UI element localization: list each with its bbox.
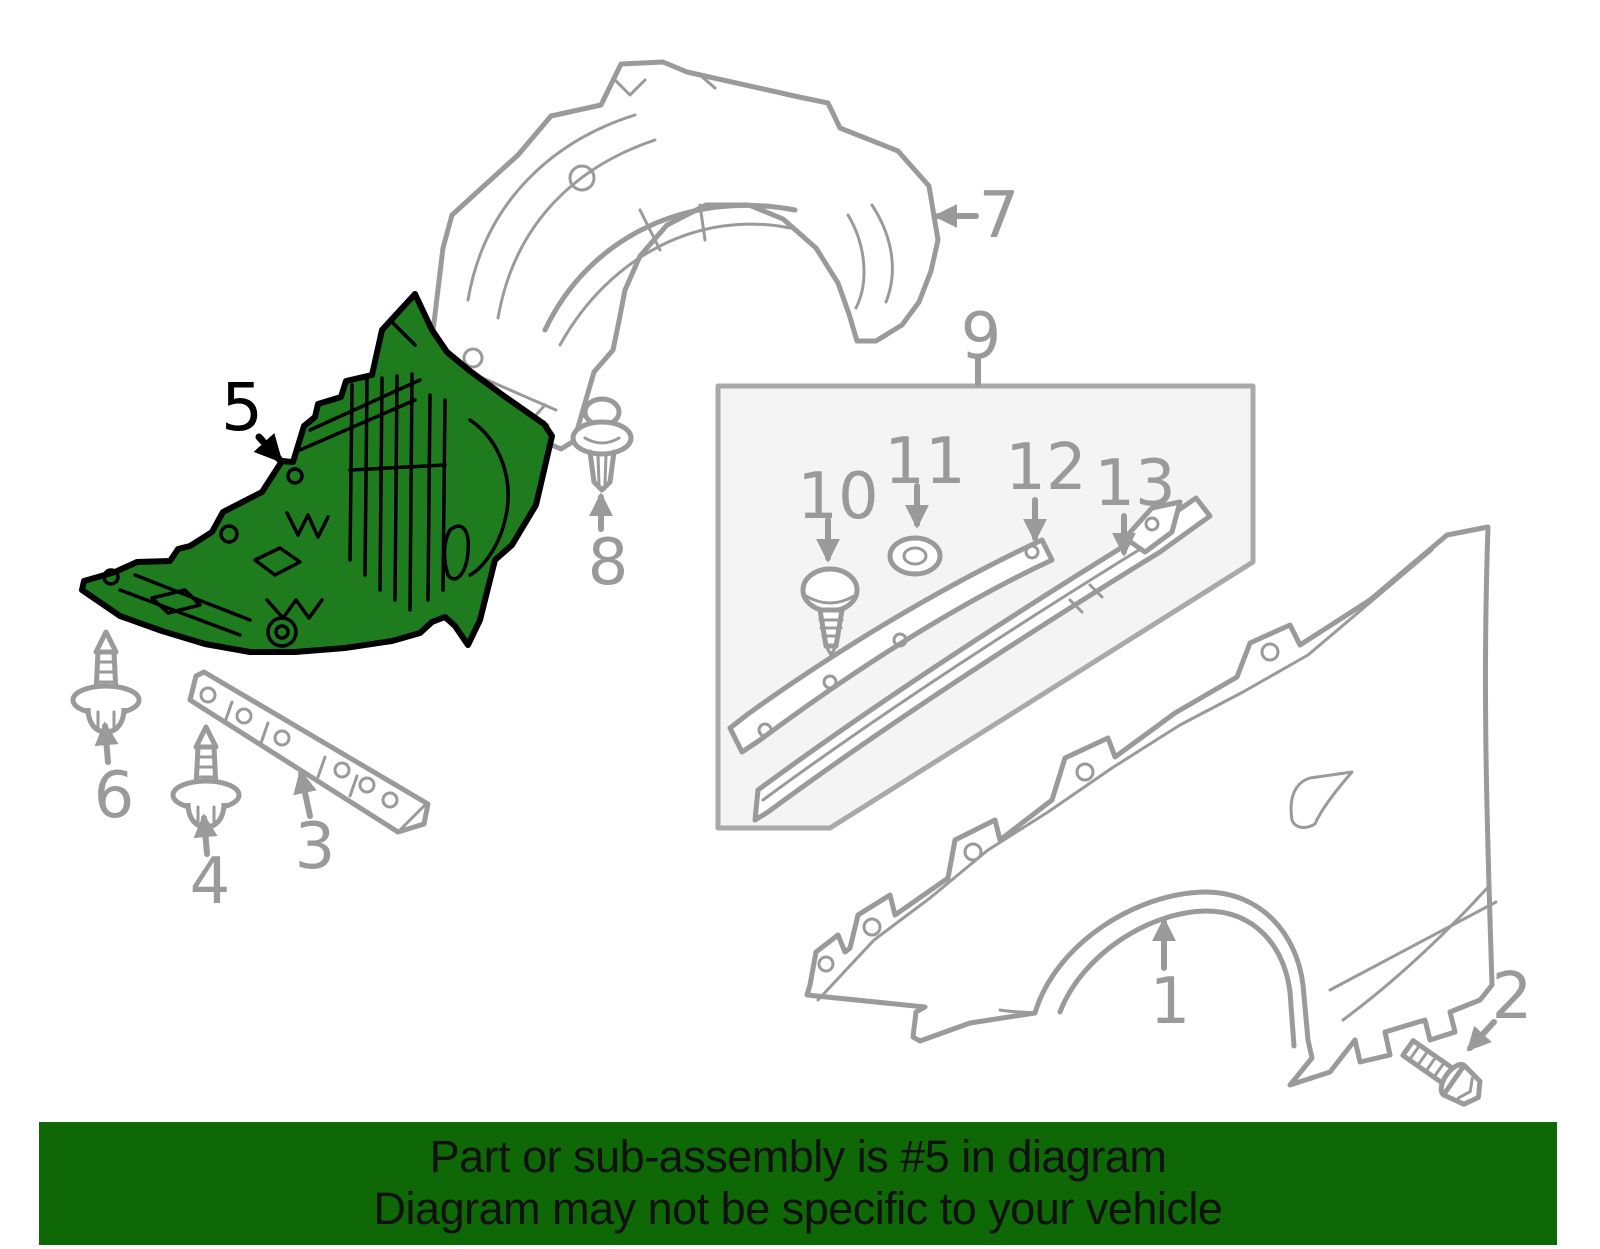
callout-4-arrow: [193, 813, 218, 857]
callout-5: 5: [221, 369, 263, 446]
callout-5-arrow: [253, 433, 283, 464]
callout-4: 4: [190, 845, 231, 919]
part-6-screw: [70, 629, 142, 735]
part-8-clip: [570, 396, 634, 493]
banner-line1: Part or sub-assembly is #5 in diagram: [430, 1131, 1167, 1182]
part-10-screw: [800, 566, 860, 657]
banner-line2: Diagram may not be specific to your vehi…: [374, 1183, 1223, 1234]
callout-2: 2: [1492, 960, 1533, 1034]
part-3-retainer-strip: [187, 669, 431, 835]
callout-10: 10: [797, 460, 878, 534]
callout-6: 6: [94, 759, 135, 833]
part-4-screw: [170, 724, 242, 830]
part-2-bolt: [1400, 1038, 1483, 1107]
callout-6-arrow: [94, 721, 119, 765]
part-7-fender-liner: [430, 59, 941, 452]
callout-12: 12: [1005, 431, 1086, 505]
part-1-details: [816, 548, 1498, 1049]
callout-labels: 1 2 3 4 5 6 7 8 9 10 11 12 13: [94, 179, 1533, 1039]
callout-1: 1: [1150, 965, 1191, 1039]
callout-11: 11: [884, 425, 965, 499]
part-12-molding-strip: [727, 537, 1055, 755]
callout-9: 9: [961, 300, 1002, 374]
callout-13: 13: [1094, 447, 1175, 521]
callout-2-arrow: [1466, 1019, 1497, 1052]
callout-3-arrow: [293, 769, 317, 819]
part-7-details: [462, 73, 894, 435]
part-11-grommet: [887, 535, 943, 577]
part-5-splash-shield-highlighted: [79, 291, 555, 655]
part-5-outline: [79, 291, 555, 655]
callout-7: 7: [979, 179, 1020, 253]
callout-8: 8: [588, 526, 629, 600]
part-9-group-box: [715, 383, 1256, 831]
highlight-banner: Part or sub-assembly is #5 in diagram Di…: [39, 1122, 1557, 1245]
callout-3: 3: [295, 810, 336, 884]
callout-arrows: [94, 204, 1497, 1052]
banner-background: [39, 1122, 1557, 1245]
group-box-outline: [715, 383, 1256, 831]
part-1-fender: [804, 524, 1498, 1088]
part-5-details: [102, 318, 510, 648]
part-13-molding: [752, 495, 1213, 823]
